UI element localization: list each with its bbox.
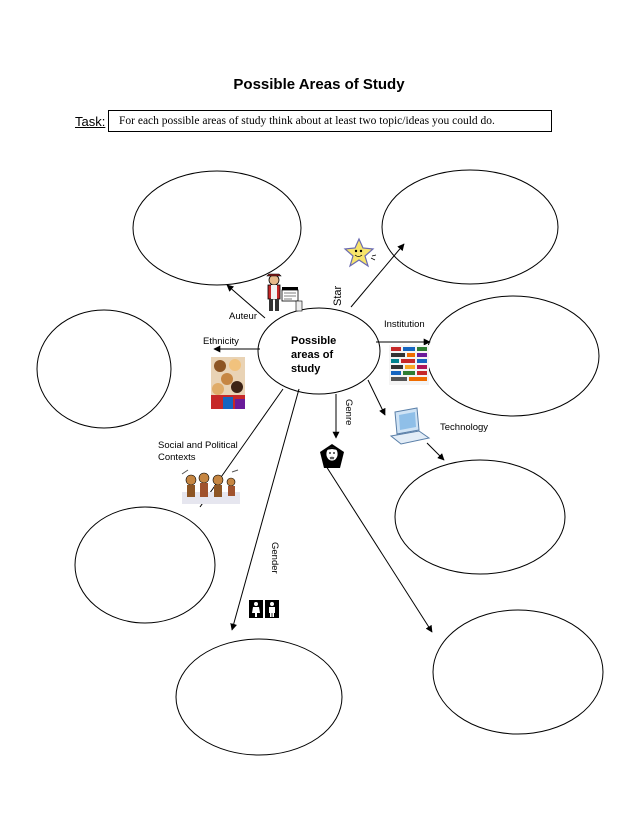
label-ethnicity: Ethnicity (203, 336, 239, 347)
center-text-line1: Possible (291, 335, 336, 347)
ethnicity-circle (36, 309, 172, 429)
laptop-icon (389, 407, 431, 445)
label-technology: Technology (440, 422, 488, 433)
label-social-line2: Contexts (158, 452, 196, 463)
label-star: Star (332, 285, 344, 306)
center-text-line3: study (291, 363, 321, 375)
film-director-icon (266, 273, 303, 312)
technology-circle (394, 459, 566, 575)
arrow-genre-2 (325, 465, 433, 633)
social-circle (74, 506, 216, 624)
label-auteur: Auteur (229, 311, 257, 322)
arrow-star (350, 243, 405, 308)
line-social (199, 388, 284, 508)
arrow-technology-2 (426, 442, 445, 461)
label-social-line1: Social and Political (158, 440, 238, 451)
arrow-technology (367, 379, 386, 416)
center-text-line2: areas of (291, 349, 334, 361)
media-logos-icon (389, 345, 429, 385)
star-circle (381, 169, 559, 285)
task-label: Task: (75, 114, 106, 129)
label-gender: Gender (269, 542, 280, 574)
gender-icon (249, 600, 279, 618)
label-genre: Genre (343, 399, 354, 425)
genre-circle (432, 609, 604, 735)
star-icon (343, 237, 377, 268)
page-title: Possible Areas of Study (233, 76, 405, 93)
institution-circle (426, 295, 600, 417)
group-photo-icon (211, 357, 245, 409)
center-circle (257, 307, 381, 395)
arrow-gender (230, 388, 300, 631)
vampire-icon (320, 444, 344, 468)
task-box: For each possible areas of study think a… (108, 110, 552, 132)
auteur-circle (132, 170, 302, 286)
snowmen-icon (181, 469, 240, 504)
arrow-auteur (226, 284, 266, 319)
label-institution: Institution (384, 319, 425, 330)
gender-circle (175, 638, 343, 756)
